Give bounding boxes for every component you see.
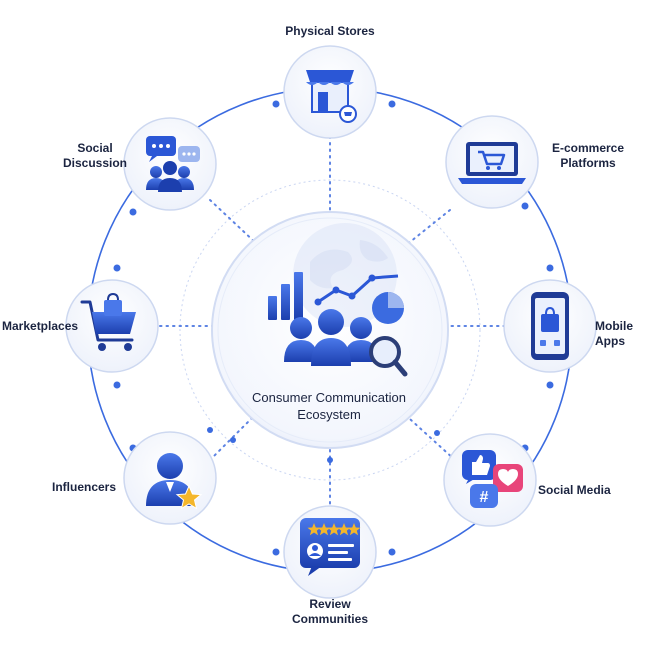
center-label: Consumer Communication Ecosystem xyxy=(252,390,406,422)
ring-dots xyxy=(113,100,554,556)
label-influencers: Influencers xyxy=(52,480,117,494)
influencer-star-icon xyxy=(146,453,203,510)
center-node xyxy=(211,211,449,449)
bar-chart-icon xyxy=(268,272,303,320)
node-social-discussion xyxy=(123,117,217,211)
svg-text:#: # xyxy=(480,489,489,506)
storefront-icon xyxy=(306,70,357,123)
node-mobile-apps xyxy=(503,279,597,373)
node-ecommerce-platforms xyxy=(445,115,539,209)
label-marketplaces: Marketplaces xyxy=(2,319,79,333)
label-social-media: Social Media xyxy=(538,483,611,497)
node-review-communities xyxy=(283,505,377,599)
node-marketplaces xyxy=(65,279,159,373)
label-review-communities: Review Communities xyxy=(291,597,368,626)
label-mobile-apps: Mobile Apps xyxy=(595,319,633,348)
social-reactions-icon: # xyxy=(462,450,523,508)
inner-dashed-ring xyxy=(179,179,481,481)
smartphone-bag-icon xyxy=(531,292,569,360)
pie-chart-icon xyxy=(372,292,404,324)
people-group-icon xyxy=(284,309,378,366)
node-physical-stores xyxy=(283,45,377,139)
node-influencers xyxy=(123,431,217,525)
star-review-icon xyxy=(300,518,361,576)
label-ecommerce-platforms: E-commerce Platforms xyxy=(551,141,625,170)
trend-line-icon xyxy=(314,274,399,306)
label-social-discussion: Social Discussion xyxy=(62,141,128,170)
label-physical-stores: Physical Stores xyxy=(285,24,375,38)
group-chat-icon xyxy=(146,136,200,192)
shopping-cart-icon xyxy=(80,292,136,351)
laptop-cart-icon xyxy=(458,142,526,184)
node-social-media: # xyxy=(443,433,537,527)
magnifier-icon xyxy=(369,336,408,377)
